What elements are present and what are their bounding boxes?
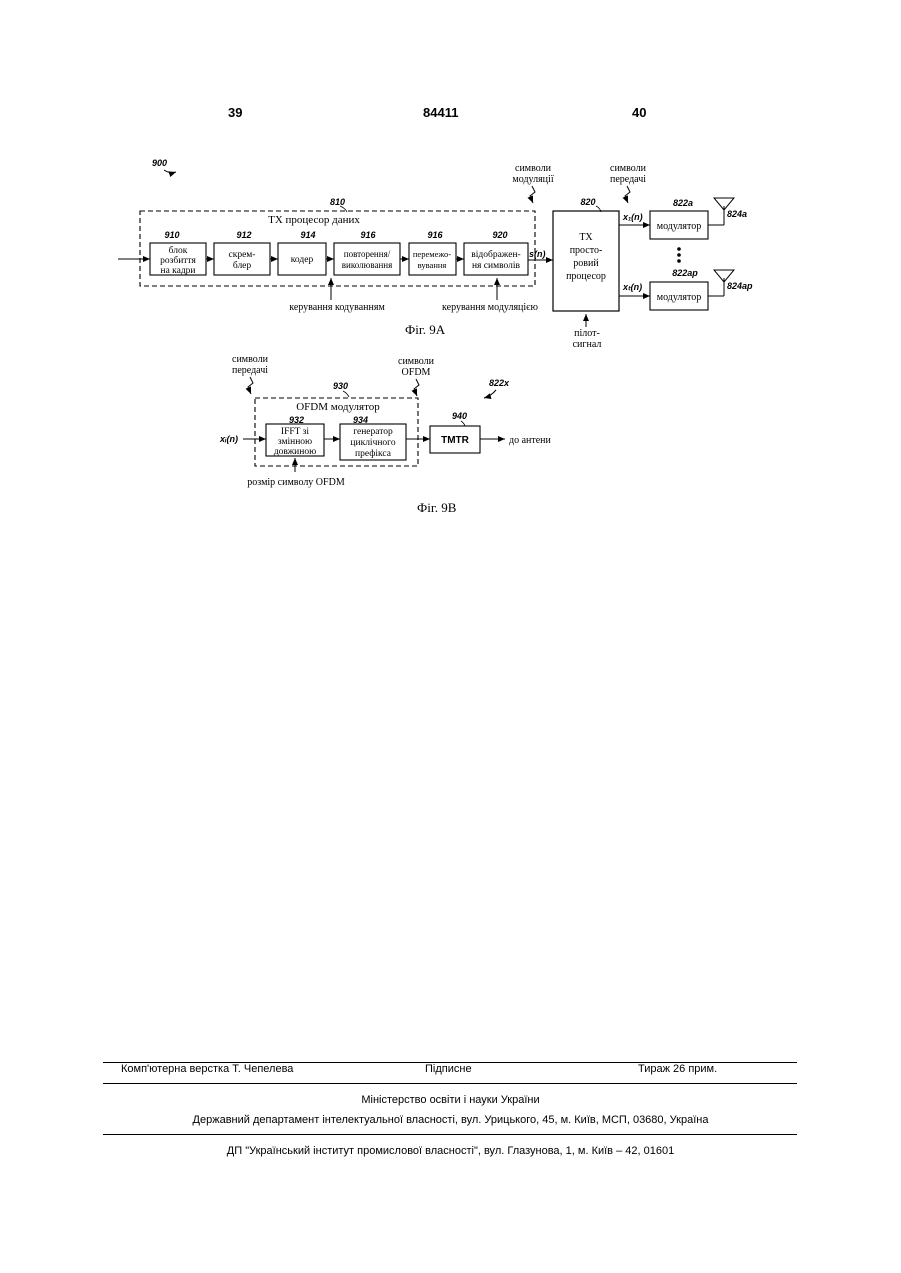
block-914-line1: кодер [291, 255, 314, 265]
ref-920: 920 [492, 230, 507, 240]
page-number-left: 39 [228, 105, 242, 120]
ref-916-repeat: 916 [360, 230, 376, 240]
figure-9a-caption: Фіг. 9А [405, 322, 445, 338]
footer-institute: ДП "Український інститут промислової вла… [0, 1145, 901, 1157]
ref-822x: 822x [489, 378, 510, 388]
footer-signed: Підписне [425, 1063, 472, 1075]
fig9b-ofdm-symbols-line1: символи [398, 356, 435, 367]
footer-layout-credit: Комп'ютерна верстка Т. Чепелева [121, 1063, 293, 1075]
mod-symbols-line2: модуляції [512, 174, 553, 185]
footer-circulation: Тираж 26 прим. [638, 1063, 717, 1075]
block-916-interleave-line2: вування [418, 260, 447, 270]
tmtr-label: TMTR [441, 435, 470, 446]
block-934-line2: циклічного [350, 438, 395, 448]
signal-s-n: s(n) [529, 249, 546, 259]
ref-916-interleave: 916 [427, 230, 443, 240]
signal-xi-n: xᵢ(n) [219, 434, 238, 444]
footer-ministry: Міністерство освіти і науки України [0, 1094, 901, 1106]
ref-824a: 824a [727, 209, 747, 219]
symbol-size-label: розмір символу OFDM [247, 477, 345, 488]
modulator-ap-label: модулятор [657, 292, 702, 303]
block-912-line2: блер [233, 260, 252, 271]
signal-x1-n: x₁(n) [622, 212, 643, 222]
figure-9b-diagram: символи передачі символи OFDM 930 822x O… [0, 350, 901, 495]
ref-900: 900 [152, 158, 167, 168]
block-934-line1: генератор [353, 427, 393, 437]
pilot-line1: пілот- [574, 328, 600, 339]
ref-930: 930 [333, 381, 348, 391]
fig9b-tx-symbols-line1: символи [232, 354, 269, 365]
block-820-line3: ровий [573, 258, 599, 269]
patent-number: 84411 [423, 105, 458, 120]
ref-824ap: 824ap [727, 281, 753, 291]
figure-9b-caption: Фіг. 9В [417, 500, 456, 516]
block-920-line1: відображен- [471, 249, 520, 260]
block-932-line2: змінною [278, 437, 312, 447]
fig9b-ofdm-symbols-line2: OFDM [402, 367, 431, 378]
block-912-line1: скрем- [229, 250, 256, 260]
mod-symbols-line1: символи [515, 163, 552, 174]
block-932-line1: IFFT зі [281, 427, 309, 437]
block-932-line3: довжиною [274, 447, 316, 457]
block-820-line2: просто- [570, 245, 603, 256]
block-910-line2: розбиття [160, 255, 196, 266]
block-916-repeat-line2: виколювання [342, 260, 392, 270]
block-910-line1: блок [169, 245, 188, 256]
tx-data-processor-label: TX процесор даних [268, 214, 360, 226]
footer-rule-bottom [103, 1134, 797, 1135]
figure-9a-diagram: 900 810 TX процесор даних 910 блок розби… [0, 150, 901, 350]
ref-810: 810 [330, 197, 345, 207]
block-934-line3: префікса [355, 448, 392, 459]
coding-control-label: керування кодуванням [289, 302, 385, 313]
to-antenna-label: до антени [509, 435, 552, 446]
footer-rule-middle [103, 1083, 797, 1084]
tx-symbols-line1: символи [610, 163, 647, 174]
block-910-line3: на кадри [160, 266, 195, 276]
block-916-interleave-line1: перемежо- [413, 249, 451, 259]
footer-department: Державний департамент інтелектуальної вл… [0, 1114, 901, 1126]
ref-914: 914 [300, 230, 315, 240]
signal-xt-n: xₜ(n) [622, 282, 642, 292]
block-916-repeat-puncture [334, 243, 400, 275]
ref-912: 912 [236, 230, 251, 240]
block-820-line1: TX [579, 232, 593, 243]
mod-control-label: керування модуляцією [442, 302, 538, 313]
ref-822a: 822a [673, 198, 693, 208]
fig9b-tx-symbols-line2: передачі [232, 365, 268, 376]
block-820-line4: процесор [566, 271, 606, 282]
modulator-a-label: модулятор [657, 221, 702, 232]
pilot-line2: сигнал [573, 339, 602, 350]
ofdm-modulator-label: OFDM модулятор [296, 401, 380, 413]
block-916-interleaver [409, 243, 456, 275]
page-number-right: 40 [632, 105, 646, 120]
ref-910: 910 [164, 230, 179, 240]
ref-940: 940 [452, 411, 467, 421]
block-920-line2: ня символів [472, 261, 521, 271]
ref-820: 820 [580, 197, 595, 207]
block-916-repeat-line1: повторення/ [344, 249, 391, 259]
tx-symbols-line2: передачі [610, 174, 646, 185]
ref-822ap: 822ap [672, 268, 698, 278]
